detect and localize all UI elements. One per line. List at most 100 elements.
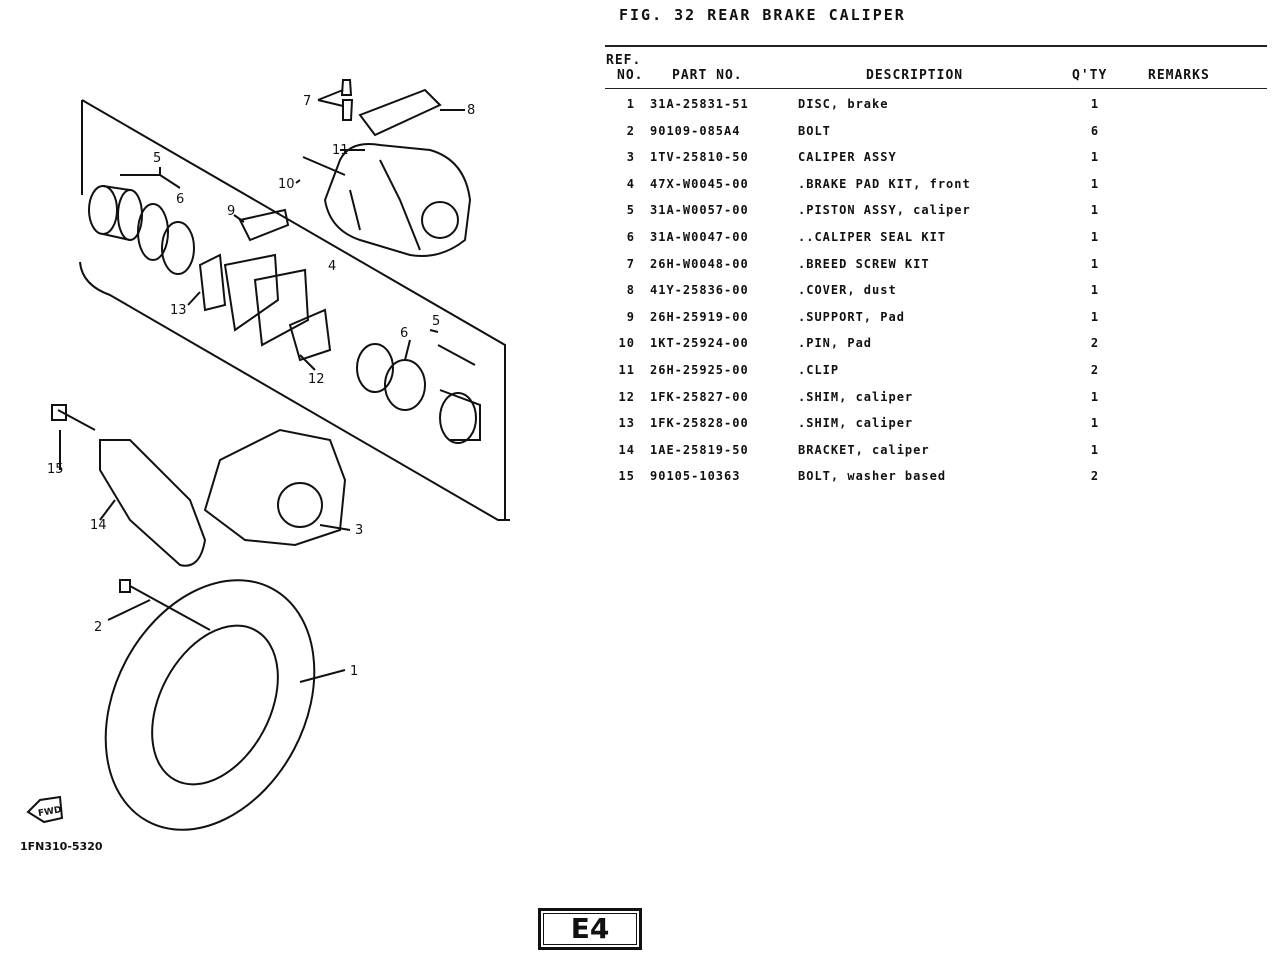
callout-13: 13 (170, 303, 187, 318)
ref-cell: 11 (618, 363, 635, 377)
ref-cell: 5 (626, 203, 635, 218)
description-cell: BRACKET, caliper (798, 442, 930, 457)
exploded-diagram: 1 2 3 4 5 6 7 8 9 10 11 12 13 14 15 5 6 … (26, 79, 510, 831)
part-number-cell: 1FK-25828-00 (650, 416, 749, 431)
description-cell: .BRAKE PAD KIT, front (798, 176, 971, 191)
table-row: 10 1KT-25924-00 .PIN, Pad 2 (605, 336, 1267, 362)
quantity-cell: 1 (1090, 309, 1100, 324)
table-row: 2 90109-085A4 BOLT 6 (605, 124, 1267, 150)
part-number-cell: 1AE-25819-50 (650, 442, 749, 457)
part-number-cell: 26H-25919-00 (650, 309, 749, 324)
quantity-cell: 1 (1090, 97, 1100, 111)
quantity-cell: 1 (1090, 203, 1100, 218)
callout-4: 4 (328, 259, 336, 274)
callout-7: 7 (303, 94, 311, 109)
callout-15: 15 (47, 462, 64, 477)
table-row: 4 47X-W0045-00 .BRAKE PAD KIT, front 1 (605, 177, 1267, 203)
part-number-cell: 1FK-25827-00 (650, 389, 749, 404)
header-desc: DESCRIPTION (866, 68, 964, 83)
quantity-cell: 2 (1090, 469, 1100, 484)
quantity-cell: 1 (1090, 283, 1100, 298)
callout-8: 8 (467, 103, 475, 118)
header-remarks: REMARKS (1148, 68, 1210, 83)
header-ref-bottom: NO. (617, 68, 644, 83)
quantity-cell: 1 (1090, 416, 1100, 431)
quantity-cell: 1 (1090, 256, 1100, 271)
quantity-cell: 1 (1090, 442, 1100, 457)
table-row: 13 1FK-25828-00 .SHIM, caliper 1 (605, 416, 1267, 442)
callout-10: 10 (278, 177, 295, 192)
description-cell: .COVER, dust (798, 283, 897, 298)
callout-14: 14 (90, 518, 107, 533)
description-cell: .PIN, Pad (798, 336, 873, 351)
ref-cell: 8 (626, 283, 635, 298)
quantity-cell: 6 (1090, 123, 1100, 138)
part-number-cell: 26H-W0048-00 (650, 256, 749, 271)
ref-cell: 6 (626, 230, 635, 244)
callout-6: 6 (176, 192, 184, 207)
ref-cell: 10 (618, 336, 635, 351)
quantity-cell: 2 (1090, 336, 1100, 351)
callout-5b: 5 (432, 314, 440, 329)
part-number-cell: 31A-W0057-00 (650, 203, 749, 218)
table-row: 12 1FK-25827-00 .SHIM, caliper 1 (605, 390, 1267, 416)
part-number-cell: 1KT-25924-00 (650, 336, 749, 351)
description-cell: .SHIM, caliper (798, 389, 914, 404)
header-rule-bottom (605, 88, 1267, 89)
callout-5: 5 (153, 151, 161, 166)
ref-cell: 15 (618, 469, 635, 484)
description-cell: DISC, brake (798, 97, 889, 111)
part-number-cell: 26H-25925-00 (650, 363, 749, 377)
description-cell: .SHIM, caliper (798, 416, 914, 431)
quantity-cell: 1 (1090, 389, 1100, 404)
table-row: 7 26H-W0048-00 .BREED SCREW KIT 1 (605, 257, 1267, 283)
table-row: 14 1AE-25819-50 BRACKET, caliper 1 (605, 443, 1267, 469)
part-number-cell: 31A-W0047-00 (650, 230, 749, 244)
ref-cell: 1 (626, 97, 635, 111)
description-cell: .CLIP (798, 363, 840, 377)
header-ref-top: REF. (606, 53, 642, 68)
description-cell: .PISTON ASSY, caliper (798, 203, 971, 218)
ref-cell: 7 (626, 256, 635, 271)
callout-12: 12 (308, 372, 325, 387)
callout-3: 3 (355, 523, 363, 538)
callout-2: 2 (94, 620, 102, 635)
quantity-cell: 1 (1090, 150, 1100, 165)
part-number-cell: 90109-085A4 (650, 123, 741, 138)
description-cell: .BREED SCREW KIT (798, 256, 930, 271)
page-number: E4 (538, 908, 642, 950)
description-cell: ..CALIPER SEAL KIT (798, 230, 947, 244)
part-number-cell: 31A-25831-51 (650, 97, 749, 111)
ref-cell: 4 (626, 176, 635, 191)
fwd-label: FWD (37, 805, 62, 819)
description-cell: BOLT (798, 123, 831, 138)
header-rule-top (605, 45, 1267, 47)
callout-9: 9 (227, 204, 235, 219)
table-row: 11 26H-25925-00 .CLIP 2 (605, 363, 1267, 389)
quantity-cell: 1 (1090, 176, 1100, 191)
ref-cell: 14 (618, 442, 635, 457)
part-number-cell: 90105-10363 (650, 469, 741, 484)
table-row: 6 31A-W0047-00 ..CALIPER SEAL KIT 1 (605, 230, 1267, 256)
figure-code: 1FN310-5320 (20, 840, 103, 853)
callout-6b: 6 (400, 326, 408, 341)
header-qty: Q'TY (1072, 68, 1108, 83)
ref-cell: 13 (618, 416, 635, 431)
quantity-cell: 1 (1090, 230, 1100, 244)
table-row: 8 41Y-25836-00 .COVER, dust 1 (605, 283, 1267, 309)
callout-1: 1 (350, 664, 358, 679)
part-number-cell: 47X-W0045-00 (650, 176, 749, 191)
description-cell: CALIPER ASSY (798, 150, 897, 165)
description-cell: .SUPPORT, Pad (798, 309, 905, 324)
part-number-cell: 1TV-25810-50 (650, 150, 749, 165)
header-part: PART NO. (672, 68, 743, 83)
part-number-cell: 41Y-25836-00 (650, 283, 749, 298)
quantity-cell: 2 (1090, 363, 1100, 377)
ref-cell: 12 (618, 389, 635, 404)
ref-cell: 9 (626, 309, 635, 324)
table-row: 1 31A-25831-51 DISC, brake 1 (605, 97, 1267, 123)
callout-11: 11 (332, 143, 349, 158)
table-row: 5 31A-W0057-00 .PISTON ASSY, caliper 1 (605, 203, 1267, 229)
ref-cell: 2 (626, 123, 635, 138)
